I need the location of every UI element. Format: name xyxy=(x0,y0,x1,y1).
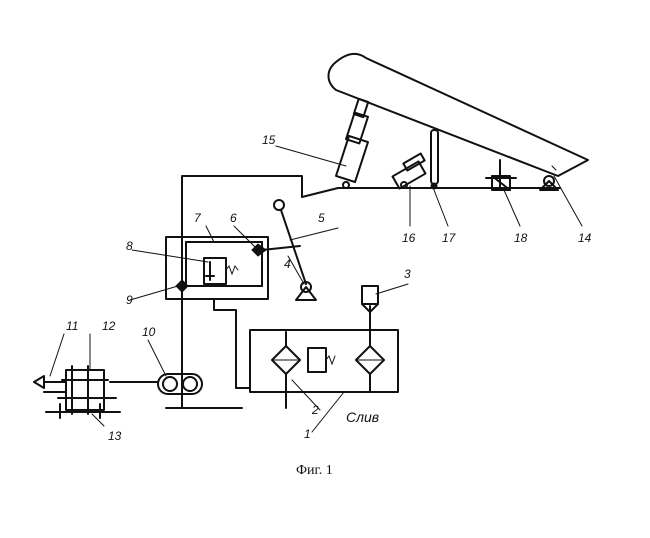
pressure-line xyxy=(181,175,339,409)
gear-pump xyxy=(109,373,203,395)
control-unit xyxy=(165,236,269,300)
label-8: 8 xyxy=(126,239,133,253)
label-4: 4 xyxy=(284,257,291,271)
label-7: 7 xyxy=(194,211,202,225)
label-18: 18 xyxy=(514,231,528,245)
supply-lines xyxy=(165,298,251,409)
lift-cylinder xyxy=(335,97,370,189)
label-14: 14 xyxy=(578,231,592,245)
lever-bracket xyxy=(295,281,317,301)
drain-label: Слив xyxy=(346,409,379,425)
label-12: 12 xyxy=(102,319,116,333)
check-valve xyxy=(175,279,189,293)
label-11: 11 xyxy=(66,319,78,333)
control-lever xyxy=(273,199,307,285)
tipping-body xyxy=(327,52,589,177)
label-16: 16 xyxy=(402,231,416,245)
label-3: 3 xyxy=(404,267,411,281)
return-filter xyxy=(355,285,385,393)
label-2: 2 xyxy=(311,403,319,417)
leader-lines xyxy=(49,145,583,433)
figure-caption: Фиг. 1 xyxy=(296,463,333,478)
valve-block xyxy=(391,152,427,190)
relief-valve xyxy=(203,257,239,285)
label-1: 1 xyxy=(304,427,311,441)
filter-assembly xyxy=(271,331,336,409)
label-5: 5 xyxy=(318,211,325,225)
label-15: 15 xyxy=(262,133,276,147)
label-9: 9 xyxy=(126,293,133,307)
label-17: 17 xyxy=(442,231,457,245)
tank-unit xyxy=(249,329,399,393)
power-takeoff-gearbox xyxy=(43,365,121,419)
body-hinge xyxy=(539,175,559,191)
frame-valve xyxy=(485,175,517,191)
label-10: 10 xyxy=(142,325,156,339)
label-6: 6 xyxy=(230,211,237,225)
input-shaft xyxy=(33,375,67,389)
label-13: 13 xyxy=(108,429,122,443)
position-sensor xyxy=(430,129,439,190)
